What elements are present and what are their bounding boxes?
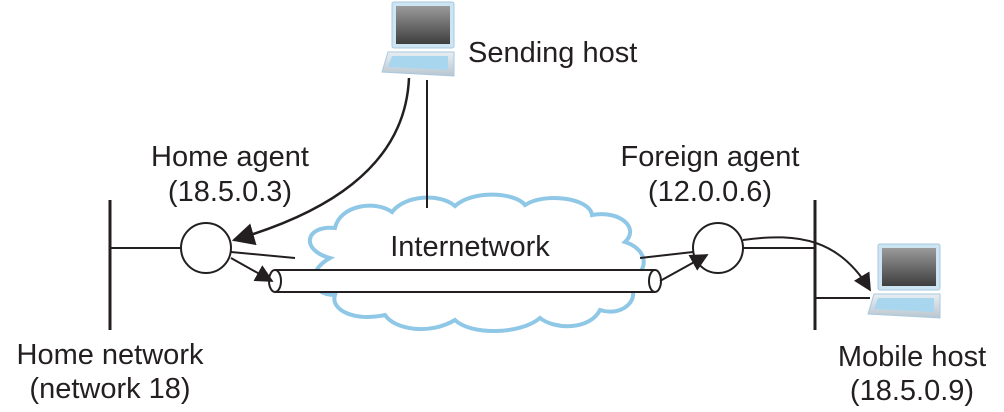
sending-host-label: Sending host xyxy=(468,37,638,69)
home-agent-address: (18.5.0.3) xyxy=(167,176,293,208)
foreign-agent-address: (12.0.0.6) xyxy=(647,176,773,208)
foreign-agent-node[interactable] xyxy=(692,222,744,274)
internetwork-cloud xyxy=(308,192,646,333)
home-agent-label: Home agent xyxy=(151,141,309,173)
tunnel xyxy=(268,269,662,293)
mobile-host-label: Mobile host xyxy=(837,341,987,373)
sending-host-laptop-icon[interactable] xyxy=(381,1,455,77)
home-network-label: Home network xyxy=(16,339,204,371)
internetwork-label: Internetwork xyxy=(390,231,550,263)
mobile-host-address: (18.5.0.9) xyxy=(849,375,975,407)
mobile-host-laptop-icon[interactable] xyxy=(867,243,941,319)
home-network-sublabel: (network 18) xyxy=(29,373,191,405)
home-agent-node[interactable] xyxy=(180,222,232,274)
foreign-agent-label: Foreign agent xyxy=(620,141,800,173)
